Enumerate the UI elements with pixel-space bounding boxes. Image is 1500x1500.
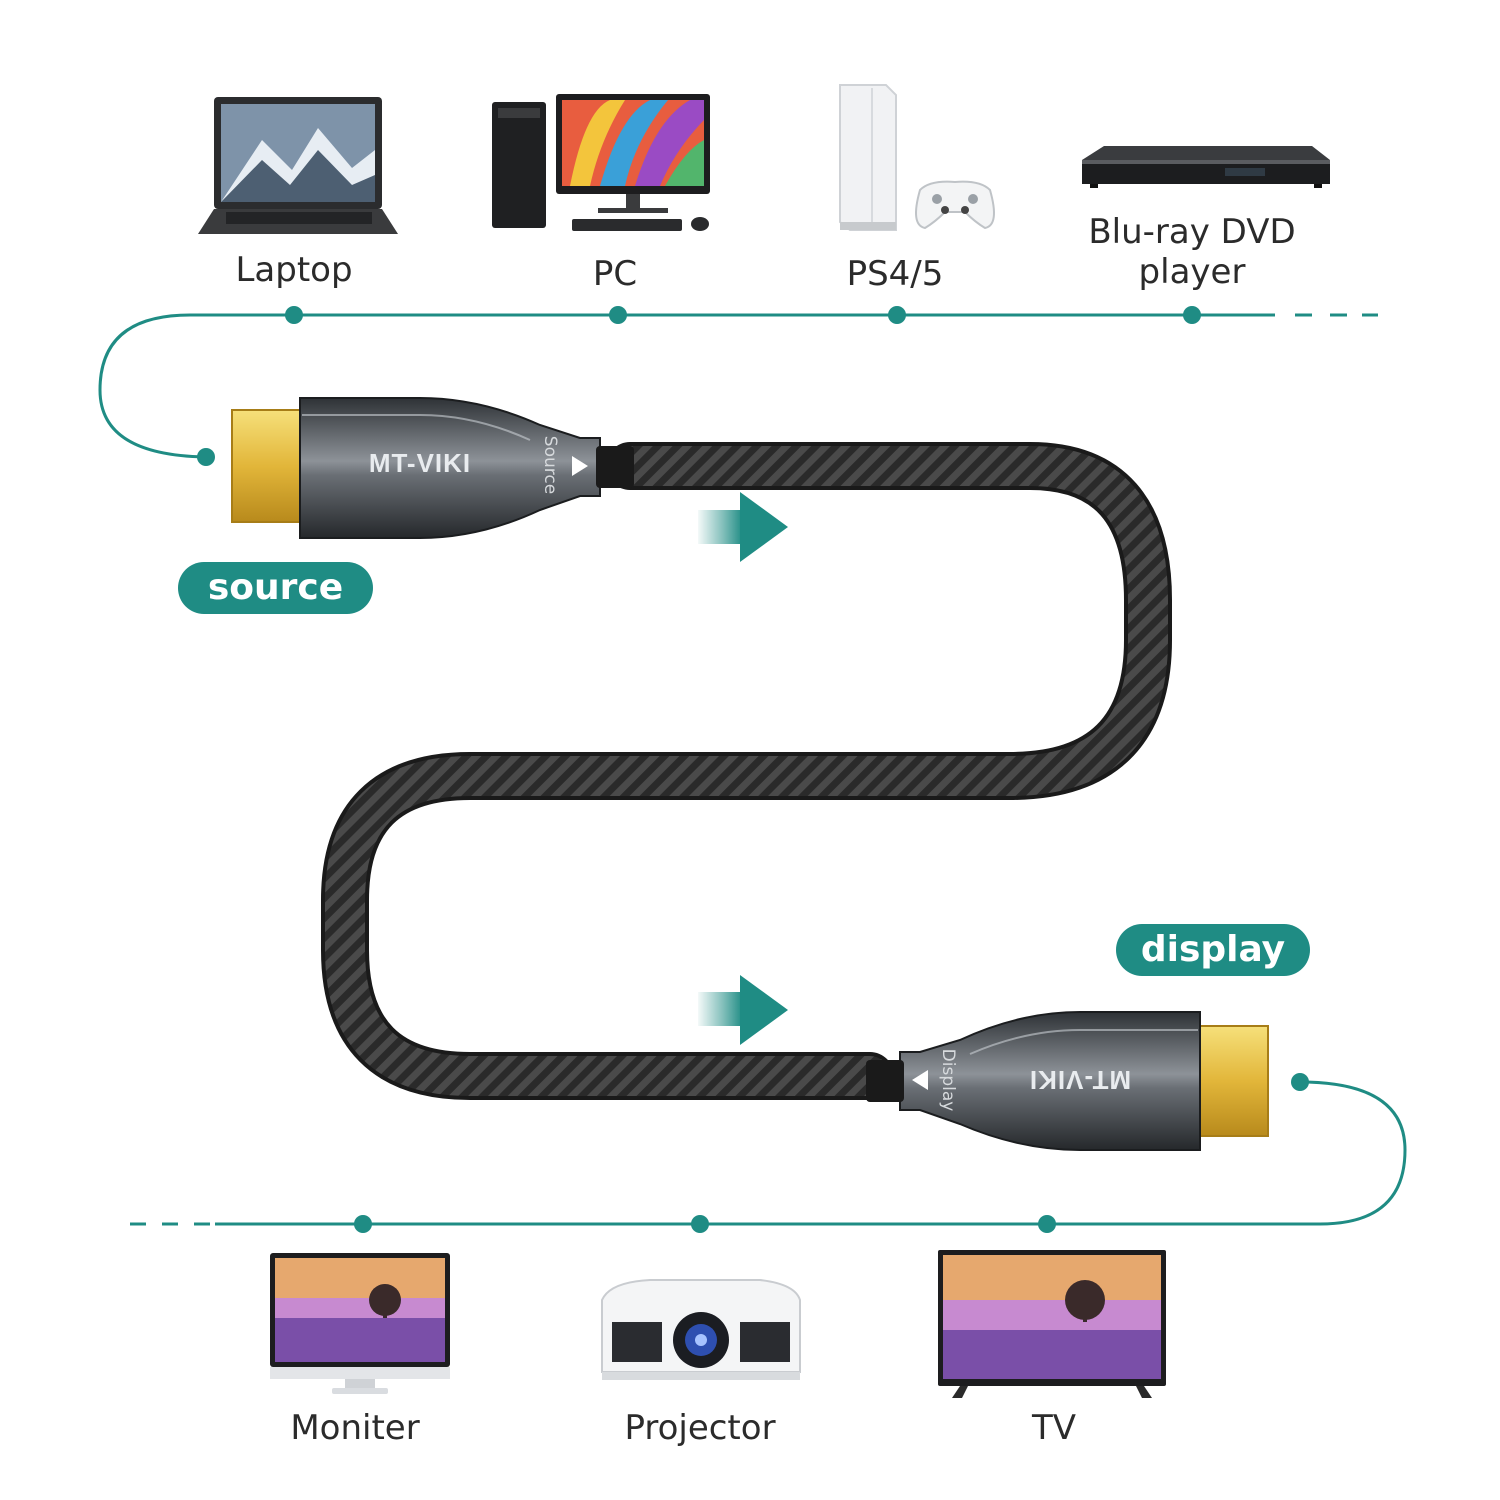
bluray-label-line1: Blu-ray DVD: [1088, 212, 1296, 252]
source-connector-mark: Source: [540, 435, 560, 495]
hdmi-cable: [321, 442, 1172, 1100]
tv-node: [1038, 1215, 1056, 1233]
arrow-right-icon: [698, 975, 788, 1045]
display-connection-line: [130, 1073, 1407, 1233]
bluray-node: [1183, 306, 1201, 324]
projector-label: Projector: [624, 1408, 776, 1448]
laptop-icon: [198, 97, 398, 234]
display-direction-icon: [912, 1070, 928, 1090]
display-hdmi-connector: [866, 1011, 1269, 1151]
laptop-node: [285, 306, 303, 324]
source-plug-node: [197, 448, 215, 466]
pc-label: PC: [592, 254, 638, 294]
source-hdmi-connector: [231, 397, 634, 539]
pc-node: [609, 306, 627, 324]
projector-icon: [601, 1279, 801, 1380]
ps-label: PS4/5: [846, 254, 944, 294]
tv-label: TV: [1031, 1408, 1077, 1448]
console-icon: [839, 84, 995, 231]
ps-node: [888, 306, 906, 324]
monitor-label: Moniter: [290, 1408, 420, 1448]
laptop-label: Laptop: [235, 250, 353, 290]
tv-icon: [938, 1250, 1166, 1398]
monitor-icon: [270, 1253, 450, 1394]
bluray-player-icon: [1082, 146, 1330, 188]
display-connector-brand: MT-VIKI: [1028, 1065, 1132, 1095]
source-direction-icon: [572, 456, 588, 476]
display-badge: display: [1116, 924, 1310, 976]
source-badge: source: [178, 562, 373, 614]
projector-node: [691, 1215, 709, 1233]
bluray-label-line2: player: [1138, 252, 1246, 292]
display-gold-tip: [1191, 1025, 1269, 1137]
source-connection-line: [98, 306, 1378, 466]
source-gold-tip: [231, 409, 313, 523]
arrow-right-icon: [698, 492, 788, 562]
display-plug-node: [1291, 1073, 1309, 1091]
pc-icon: [492, 94, 710, 231]
source-connector-brand: MT-VIKI: [368, 448, 472, 478]
display-connector-mark: Display: [938, 1048, 958, 1112]
monitor-node: [354, 1215, 372, 1233]
